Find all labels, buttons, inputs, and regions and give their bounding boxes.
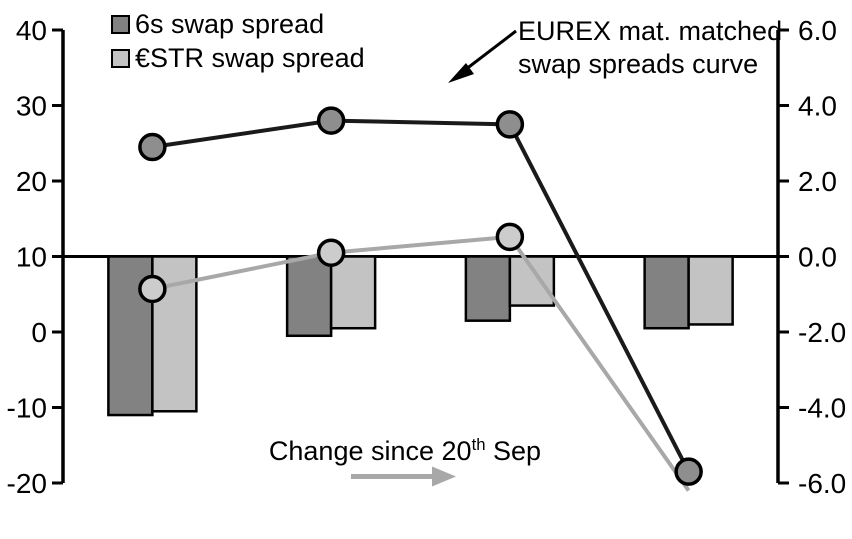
bar-6s-buxl <box>643 255 690 330</box>
line-estr <box>151 234 691 492</box>
right-axis-tick-label: -6.0 <box>798 468 846 499</box>
change-note: Change since 20th Sep <box>250 436 560 467</box>
marker-estr-bund <box>495 222 525 252</box>
bar-estr-buxl <box>687 255 734 326</box>
marker-6s-bund <box>495 110 525 139</box>
left-axis-tick-label: 0 <box>31 317 47 348</box>
bar-estr-bobl <box>329 255 377 330</box>
curve-annotation: EUREX mat. matched swap spreads curve <box>518 15 782 81</box>
marker-estr-bobl <box>316 238 346 267</box>
change-note-suffix: Sep <box>485 436 542 466</box>
legend-swatch-estr <box>111 49 130 68</box>
left-axis-tick-label: -20 <box>7 468 47 499</box>
legend-label-estr: €STR swap spread <box>135 43 365 73</box>
left-axis-tick-label: -10 <box>7 393 47 424</box>
left-axis-tick-label: 30 <box>16 91 47 122</box>
right-axis-tick-label: -2.0 <box>798 317 846 348</box>
change-note-superscript: th <box>471 435 486 454</box>
marker-estr-schatz <box>138 274 167 304</box>
right-axis-tick-label: 2.0 <box>798 166 837 197</box>
legend-swatch-6s <box>111 15 130 34</box>
change-note-prefix: Change since 20 <box>268 436 472 466</box>
curve-annotation-line1: EUREX mat. matched <box>518 16 783 46</box>
right-axis-tick-label: 6.0 <box>798 15 837 46</box>
left-axis-tick-label: 10 <box>16 242 47 273</box>
curve-annotation-line2: swap spreads curve <box>518 49 759 79</box>
legend: 6s swap spread €STR swap spread <box>111 11 365 79</box>
marker-6s-buxl <box>674 457 703 486</box>
right-axis-tick-label: -4.0 <box>798 393 846 424</box>
bar-6s-bobl <box>285 255 333 338</box>
line-6s <box>152 118 691 473</box>
left-axis-tick-label: 20 <box>16 166 47 197</box>
annotation-arrow-head <box>448 63 474 83</box>
marker-6s-bobl <box>316 106 346 135</box>
legend-item-estr: €STR swap spread <box>111 45 365 72</box>
left-axis-tick-label: 40 <box>16 15 47 46</box>
right-axis-tick-label: 4.0 <box>798 91 837 122</box>
marker-6s-schatz <box>138 132 167 162</box>
bar-estr-bund <box>508 255 556 307</box>
legend-item-6s: 6s swap spread <box>111 11 365 38</box>
right-axis-tick-label: 0.0 <box>798 242 837 273</box>
change-arrow-head <box>432 466 456 487</box>
legend-label-6s: 6s swap spread <box>135 9 325 39</box>
bar-6s-bund <box>464 255 512 322</box>
annotation-arrow-shaft <box>460 29 517 75</box>
